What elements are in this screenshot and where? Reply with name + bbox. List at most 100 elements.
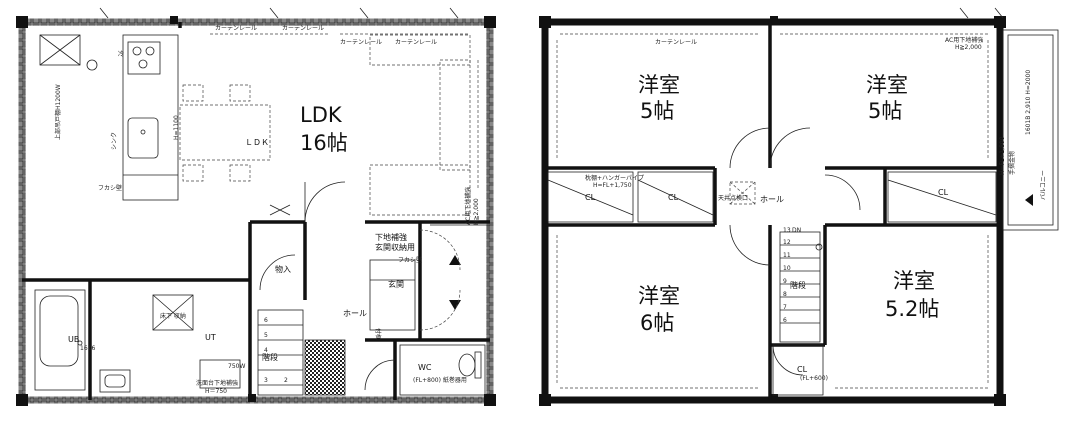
kitchen-wall-label: フカシ壁 <box>98 184 122 192</box>
genkan-storage-note: 下地補強 <box>375 232 407 242</box>
upper-stairs <box>779 231 823 343</box>
wc-label: WC <box>418 363 432 372</box>
ldk-label: LDK <box>300 103 343 127</box>
room-se-size: 5.2帖 <box>885 297 939 321</box>
stair-6: 6 <box>783 317 787 324</box>
stair-8: 8 <box>783 291 787 298</box>
stair-number-5: 5 <box>264 332 268 339</box>
storage-label: 物入 <box>275 264 291 274</box>
vanity-height: H＝750 <box>205 388 227 395</box>
room-se-label: 洋室 <box>893 269 935 293</box>
gf-ac-height: H≧2,000 <box>473 198 480 225</box>
dining-table <box>179 84 271 182</box>
stair-number-2: 2 <box>284 377 288 384</box>
ground-hall-label: ホール <box>343 309 367 318</box>
ldk-size: 16帖 <box>300 131 348 155</box>
ground-curtain-rails <box>210 33 479 190</box>
upper-curtain-rail: カーテンレール <box>655 39 697 46</box>
upper-interior-walls <box>545 22 1000 400</box>
stair-number-6: 6 <box>264 317 268 324</box>
stair-9: 9 <box>783 278 787 285</box>
genkan-storage-note2: 玄関収納用 <box>375 242 415 252</box>
room-nw-label: 洋室 <box>638 73 680 97</box>
ground-floor-plan: LDK 16帖 ＬＤＫ カーテンレール カーテンレール カーテンレール カーテン… <box>16 7 496 406</box>
ground-top-ticks <box>99 7 459 19</box>
ground-interior-walls <box>22 22 490 400</box>
upper-curtain-rails <box>556 33 990 389</box>
upper-ac-height: H≧2,000 <box>955 44 982 51</box>
entrance-arrow-up <box>449 255 461 265</box>
upper-top-ticks <box>959 7 1004 19</box>
genkan-label: 玄関 <box>388 279 404 289</box>
balcony-label: バルコニー <box>1040 170 1047 200</box>
gf-curtain-rail-3: カーテンレール <box>340 39 382 46</box>
stair-number-4: 4 <box>264 347 268 354</box>
vanity-width: 750W <box>228 363 245 370</box>
table-height: H=1100 <box>173 115 180 140</box>
gf-ac-note: AC用下地補強 <box>464 187 472 225</box>
floor-storage-label: 床下 収納 <box>160 312 186 320</box>
wc-note: (FL+800) 紙巻器用 <box>413 376 467 384</box>
fukashi-label: フカシ壁 <box>398 256 422 264</box>
stair-7: 7 <box>783 304 787 311</box>
room-nw-size: 5帖 <box>640 99 674 123</box>
upper-ac-note: AC用下地補強 <box>945 36 983 44</box>
unit-bath <box>34 289 131 393</box>
fridge-label: 冷 <box>118 50 124 58</box>
attic-hatch <box>729 181 756 205</box>
ut-label: UT <box>205 333 216 342</box>
room-ne-size: 5帖 <box>868 99 902 123</box>
stair-number-3: 3 <box>264 377 268 384</box>
wc <box>399 344 486 396</box>
upper-hall-label: ホール <box>760 195 784 204</box>
balcony-arrow <box>1025 194 1033 206</box>
stair-13: 13 <box>783 227 791 234</box>
vanity-note: 洗面台下地補強 <box>196 379 238 387</box>
kitchen-note: 上部吊戸棚H1200W <box>54 84 62 140</box>
dn-label: DN <box>792 227 801 234</box>
upper-posts <box>539 16 1006 406</box>
room-sw-label: 洋室 <box>638 284 680 308</box>
entrance-arrow-down <box>449 300 461 310</box>
wc-door[interactable] <box>364 359 396 391</box>
ldk-small-label: ＬＤＫ <box>245 138 269 147</box>
ground-outer-wall <box>18 18 494 404</box>
stair-10: 10 <box>783 265 791 272</box>
ground-stairs-label: 階段 <box>262 352 278 362</box>
sink-label: シンク <box>111 132 118 150</box>
hanger-height: H=FL+1,750 <box>593 182 632 189</box>
stair-12: 12 <box>783 239 791 246</box>
stair-11: 11 <box>783 252 791 259</box>
room-sw-size: 6帖 <box>640 311 674 335</box>
cl-label-3: CL <box>938 188 949 197</box>
ldk-door[interactable] <box>269 181 346 223</box>
sofa <box>369 34 471 216</box>
floor-storage <box>152 294 194 331</box>
cl-label-4: CL <box>797 365 808 374</box>
hanger-note: 枕棚+ハンガーパイプ <box>585 174 644 182</box>
room-ne-label: 洋室 <box>866 73 908 97</box>
upper-doors[interactable] <box>729 127 861 376</box>
ub-label: UB <box>68 335 79 344</box>
genkan <box>369 224 490 331</box>
cl-label-2: CL <box>668 193 679 202</box>
gf-curtain-rail-2: カーテンレール <box>282 25 324 32</box>
tsuke-label: 付框 <box>374 328 382 340</box>
entrance-door-swing[interactable] <box>419 229 461 331</box>
ground-stairs <box>257 309 304 396</box>
cl-shelf: (FL+600) <box>800 375 828 382</box>
ub-size: 1616 <box>80 345 95 352</box>
storage-door[interactable] <box>259 254 296 291</box>
balcony-size: 1601B 2,910 H=2000 <box>1025 70 1032 135</box>
upper-closets <box>547 171 997 396</box>
upper-stairs-label: 階段 <box>790 280 806 290</box>
vanity <box>199 359 241 389</box>
balcony <box>1002 29 1059 231</box>
shelf-height: H=FL+1,800 <box>999 136 1006 175</box>
stair-hatch <box>304 339 346 396</box>
gf-curtain-rail-4: カーテンレール <box>395 39 437 46</box>
kitchen-counter <box>39 34 179 201</box>
gf-curtain-rail-1: カーテンレール <box>215 25 257 32</box>
ground-posts <box>16 16 496 406</box>
